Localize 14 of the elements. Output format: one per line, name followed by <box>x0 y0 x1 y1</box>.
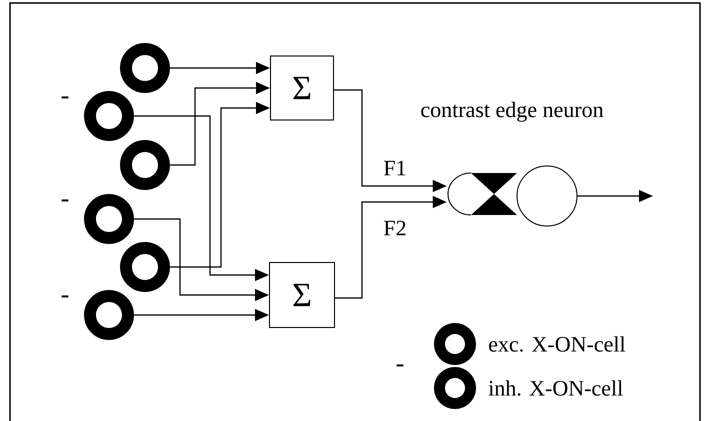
ring-symbol <box>120 43 170 93</box>
minus-sign: - <box>62 199 68 202</box>
minus-sign: - <box>62 96 68 98</box>
minus-sign: - <box>62 295 68 298</box>
ring-symbol <box>120 242 170 292</box>
sum-box: Σ <box>270 56 334 120</box>
minus-sign: - <box>396 364 404 366</box>
edge-label: F1 <box>384 160 406 176</box>
edge-label: F2 <box>384 220 406 236</box>
neuron-title: contrast edge neuron <box>421 102 604 122</box>
legend-text: inh. X-ON-cell <box>488 380 623 396</box>
ring-symbol <box>120 140 170 190</box>
legend-text: exc. X-ON-cell <box>489 336 626 352</box>
sum-box: Σ <box>269 262 335 328</box>
